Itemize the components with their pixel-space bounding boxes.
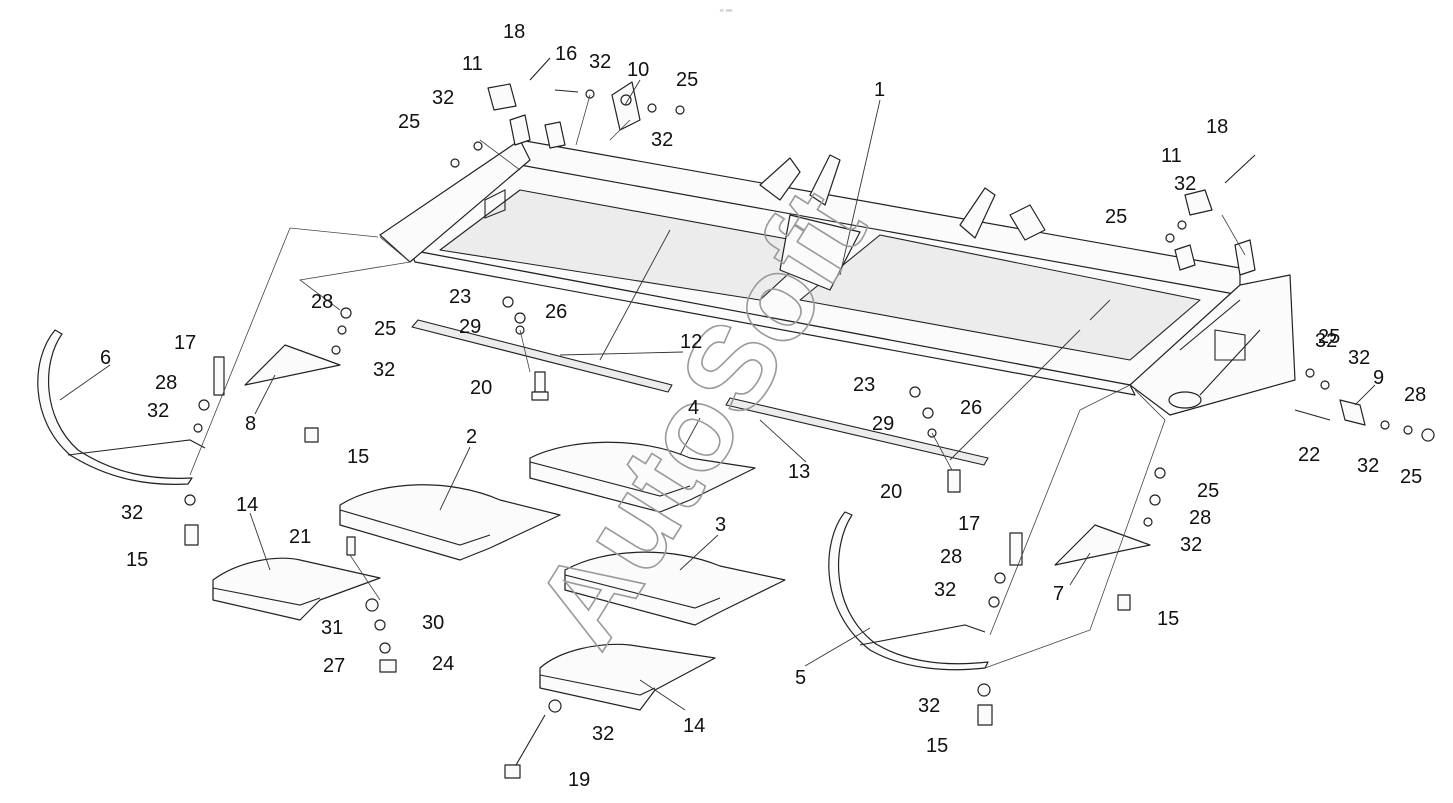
part-label: 21 (289, 526, 311, 548)
shields (212, 441, 786, 711)
part-label: 28 (940, 546, 962, 568)
part-label: 32 (147, 400, 169, 422)
part-label: 29 (872, 413, 894, 435)
part-4-shield (529, 441, 756, 513)
part-label: 32 (121, 502, 143, 524)
part-label: 32 (934, 579, 956, 601)
header-frame (379, 114, 1296, 416)
part-2-shield (339, 484, 561, 561)
part-label: 27 (323, 655, 345, 677)
part-18-pin-left (529, 57, 551, 81)
part-label: 17 (174, 332, 196, 354)
part-9-hub (1339, 399, 1366, 426)
part-label: 25 (1318, 326, 1340, 348)
part-label: 32 (1315, 330, 1337, 352)
part-label: 32 (589, 51, 611, 73)
part-16-bolt (554, 89, 579, 93)
part-6-divider (37, 329, 193, 485)
part-label: 32 (432, 87, 454, 109)
part-label: 32 (1357, 455, 1379, 477)
part-label: 15 (926, 735, 948, 757)
part-label: 20 (880, 481, 902, 503)
part-label: 3 (715, 514, 726, 536)
part-label: 13 (788, 461, 810, 483)
part-label: 29 (459, 316, 481, 338)
part-label: 15 (1157, 608, 1179, 630)
part-18-pin-right (1224, 154, 1256, 184)
part-label: 23 (853, 374, 875, 396)
part-label: 30 (422, 612, 444, 634)
part-label: 7 (1053, 583, 1064, 605)
part-label: 19 (568, 769, 590, 791)
assembly-lines (189, 94, 1246, 669)
part-label: 32 (373, 359, 395, 381)
part-label: 32 (918, 695, 940, 717)
part-13-strip (725, 397, 989, 466)
part-label: 14 (236, 494, 258, 516)
part-label: 25 (398, 111, 420, 133)
part-label: 9 (1373, 367, 1384, 389)
part-7-gusset (1054, 524, 1151, 566)
part-number-labels: 1 2 3 4 5 6 7 8 9 10 11 11 12 13 14 14 1… (100, 21, 1426, 791)
part-label: 32 (1180, 534, 1202, 556)
part-label: 2 (466, 426, 477, 448)
part-label: 17 (958, 513, 980, 535)
part-label: 25 (676, 69, 698, 91)
part-3-shield (564, 551, 786, 626)
part-10-plate (611, 81, 641, 131)
part-label: 28 (155, 372, 177, 394)
part-label: 12 (680, 331, 702, 353)
part-label: 18 (503, 21, 525, 43)
part-label: 28 (1189, 507, 1211, 529)
part-label: 10 (627, 59, 649, 81)
wear-strips (411, 319, 989, 466)
part-11-bearing-left (487, 83, 517, 111)
part-14-shield-center (539, 643, 716, 711)
part-5-divider (828, 511, 989, 671)
part-label: 22 (1298, 444, 1320, 466)
part-11-bearing-right (1184, 189, 1213, 216)
part-label: 26 (960, 397, 982, 419)
part-label: 18 (1206, 116, 1228, 138)
part-19-bolt (511, 714, 546, 773)
leader-lines (59, 79, 1376, 711)
part-label: 23 (449, 286, 471, 308)
part-label: 31 (321, 617, 343, 639)
part-label: 20 (470, 377, 492, 399)
part-label: 6 (100, 347, 111, 369)
part-label: 11 (462, 53, 483, 75)
part-label: 14 (683, 715, 705, 737)
top-hardware (450, 57, 1435, 442)
part-label: 15 (347, 446, 369, 468)
part-14-shield-left (212, 557, 381, 621)
part-label: 1 (874, 79, 885, 101)
part-label: 24 (432, 653, 454, 675)
part-label: 4 (688, 397, 699, 419)
part-label: 28 (1404, 384, 1426, 406)
crop-dividers (37, 329, 989, 671)
gusset-plates (244, 344, 1151, 566)
header-mark: ᵃᶜ ᵃᵃᵃ (720, 9, 733, 15)
part-label: 25 (374, 318, 396, 340)
part-label: 32 (1348, 347, 1370, 369)
part-label: 25 (1400, 466, 1422, 488)
part-label: 5 (795, 667, 806, 689)
part-label: 32 (651, 129, 673, 151)
part-label: 25 (1105, 206, 1127, 228)
part-label: 8 (245, 413, 256, 435)
part-label: 16 (555, 43, 577, 65)
part-label: 32 (592, 723, 614, 745)
part-8-gusset (244, 344, 341, 386)
part-label: 11 (1161, 145, 1182, 167)
part-12-strip (411, 319, 673, 393)
part-label: 15 (126, 549, 148, 571)
part-label: 28 (311, 291, 333, 313)
part-label: 32 (1174, 173, 1196, 195)
part-label: 25 (1197, 480, 1219, 502)
part-22-bolt (1294, 409, 1331, 421)
fasteners (184, 296, 1166, 779)
part-label: 26 (545, 301, 567, 323)
